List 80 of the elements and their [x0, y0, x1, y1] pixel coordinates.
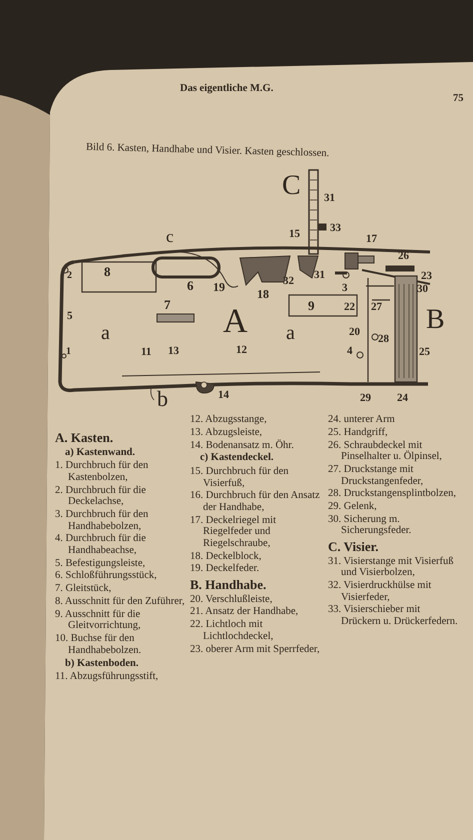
key-entry: 28. Druckstangensplintbolzen,	[328, 488, 458, 500]
callout-number: 23	[421, 271, 432, 282]
section-heading: B. Handhabe.	[190, 579, 268, 591]
key-entry: 27. Druckstange mit Druckstangenfeder,	[328, 464, 424, 488]
key-entry: 16. Durchbruch für den Ansatz der Handhabe,	[190, 490, 321, 514]
key-entry: 18. Deckelblock,	[190, 550, 262, 562]
running-head: Das eigentliche M.G.	[180, 84, 274, 94]
callout-number: 4	[347, 346, 352, 357]
callout-number: 14	[218, 390, 229, 401]
callout-number: 33	[330, 223, 341, 234]
callout-number: 15	[289, 229, 300, 240]
callout-number: 5	[67, 311, 72, 322]
key-entry: 2. Durchbruch für die Deckelachse,	[55, 484, 147, 508]
key-entry: 9. Ausschnitt für die Gleitvorrichtung,	[55, 608, 142, 632]
subsection-heading: a) Kastenwand.	[64, 446, 136, 458]
key-entry: 11. Abzugsführungsstift,	[55, 671, 160, 683]
key-entry: 13. Abzugsleiste,	[190, 426, 264, 438]
callout-number: 29	[360, 393, 371, 404]
key-entry: 17. Deckelriegel mit Riegelfeder und Riegelschraube,	[190, 514, 278, 550]
callout-number: 13	[168, 346, 179, 357]
key-entry: 7. Gleitstück,	[55, 583, 112, 595]
subsection-heading: c) Kastendeckel.	[199, 452, 274, 464]
section-heading: C. Visier.	[328, 541, 380, 553]
key-entry: 31. Visierstange mit Visierfuß und Visierbolzen,	[328, 556, 455, 579]
assembly-letter: C	[282, 172, 301, 200]
assembly-letter: B	[426, 306, 445, 334]
callout-number: 26	[398, 251, 409, 262]
key-entry: 6. Schloßführungsstück,	[55, 570, 158, 582]
key-entry: 32. Visierdruckhülse mit Visierfeder,	[328, 580, 432, 604]
callout-number: 2	[67, 271, 72, 281]
callout-number: 31	[324, 193, 335, 204]
key-entry: 26. Schraubdeckel mit Pinselhalter u. Ölpinsel,	[328, 440, 443, 463]
callout-number: 25	[419, 347, 430, 358]
key-entry: 25. Handgriff,	[328, 426, 389, 438]
assembly-letter: A	[223, 305, 248, 339]
callout-number: 30	[417, 284, 428, 295]
callout-number: 9	[308, 299, 314, 312]
callout-number: 20	[349, 327, 360, 338]
callout-number: 8	[104, 265, 110, 278]
callout-number: 3	[342, 283, 348, 294]
callout-number: 6	[187, 279, 194, 292]
key-entry: 1. Durchbruch für den Kastenbolzen,	[55, 460, 150, 484]
callout-number: 11	[141, 347, 152, 358]
callout-number: 17	[366, 234, 377, 245]
key-entry: 19. Deckelfeder.	[190, 563, 260, 576]
key-entry: 8. Ausschnitt für den Zuführer,	[55, 596, 186, 608]
callout-number: 32	[283, 276, 294, 287]
key-entry: 23. oberer Arm mit Sperrfeder,	[190, 644, 321, 656]
callout-number: 19	[213, 281, 225, 293]
part-letter: a	[286, 323, 295, 343]
key-entry: 24. unterer Arm	[328, 414, 396, 426]
key-entry: 14. Bodenansatz m. Öhr.	[190, 440, 295, 452]
callout-number: 7	[164, 298, 170, 311]
key-entry: 4. Durchbruch für die Handhabeachse,	[55, 533, 147, 556]
callout-number: 31	[314, 270, 325, 281]
key-entry: 20. Verschlußleiste,	[190, 594, 274, 606]
key-entry: 10. Buchse für den Handhabebolzen.	[55, 633, 142, 656]
key-entry: 30. Sicherung m. Sicherungsfeder.	[328, 514, 412, 538]
page-number: 75	[453, 94, 464, 104]
callout-number: 24	[397, 393, 408, 404]
key-entry: 33. Visierschieber mit Drückern u. Drückerfedern.	[328, 604, 459, 628]
callout-number: 12	[236, 345, 247, 356]
key-entry: 3. Durchbruch für den Handhabebolzen,	[55, 508, 150, 532]
callout-number: 22	[344, 302, 355, 313]
section-heading: A. Kasten.	[55, 432, 114, 444]
part-letter: a	[101, 323, 110, 343]
key-entry: 21. Ansatz der Handhabe,	[190, 606, 300, 618]
part-letter: b	[157, 388, 168, 410]
subsection-heading: b) Kastenboden.	[64, 658, 140, 670]
part-letter: c	[166, 228, 174, 245]
key-entry: 12. Abzugsstange,	[190, 414, 268, 426]
key-entry: 15. Durchbruch für den Visierfuß,	[190, 466, 290, 490]
key-entry: 22. Lichtloch mit Lichtlochdeckel,	[190, 619, 274, 642]
callout-number: 28	[378, 334, 389, 345]
callout-number: 18	[257, 288, 269, 300]
figure-caption: Bild 6. Kasten, Handhabe und Visier. Kasten geschlossen.	[86, 142, 330, 160]
key-entry: 5. Befestigungsleiste,	[55, 558, 146, 570]
callout-number: 1	[66, 347, 71, 357]
key-entry: 29. Gelenk,	[328, 501, 378, 513]
callout-number: 27	[371, 302, 382, 313]
